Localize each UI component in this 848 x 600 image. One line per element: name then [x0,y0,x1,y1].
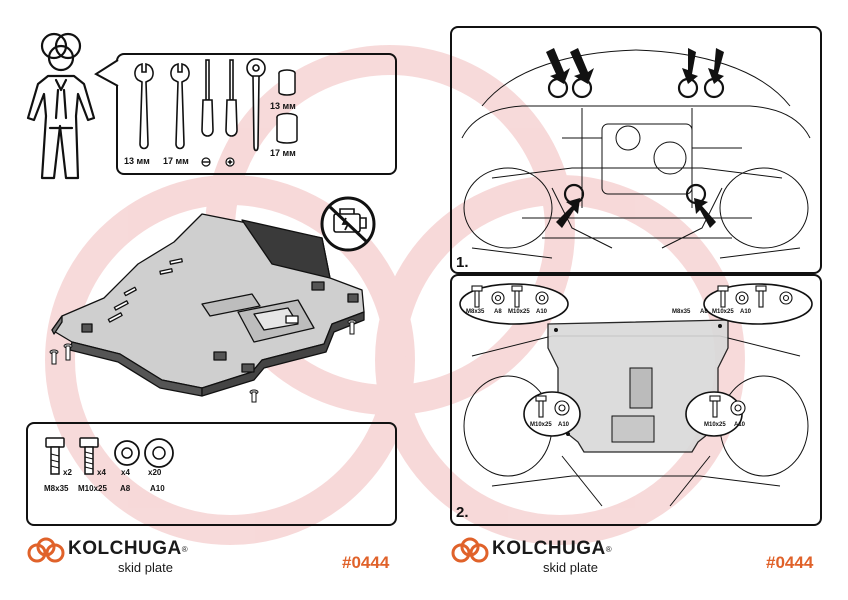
brand-name-right: KOLCHUGA [492,538,606,559]
callout-bottom-left-m10x25: M10x25 [530,422,552,428]
bolt-m8x35-icon [45,437,65,475]
brand-wordmark: KOLCHUGA® [68,538,188,560]
washer-a8-icon [114,440,140,466]
brand-subtitle: skid plate [118,560,173,575]
callout-right-m10x25: M10x25 [712,309,734,315]
qty-m10x25: x4 [97,468,106,477]
product-code-right: #0444 [766,553,814,572]
brand-wordmark-right: KOLCHUGA® [492,538,612,560]
no-engine-running-icon [320,196,376,252]
flat-screwdriver-tip-icon [201,157,211,167]
washer-a10-icon [144,438,174,468]
bolt-m10x25-icon [79,437,99,475]
brand-reg: ® [181,544,188,554]
brand-reg-right: ® [605,544,612,554]
callout-left-a10: A10 [536,309,548,315]
qty-m8x35: x2 [63,468,72,477]
step-1-panel [450,26,822,274]
qty-a8: x4 [121,468,130,477]
callout-bottom-right-m10x25: M10x25 [704,422,726,428]
mechanic-figure-icon [26,32,96,180]
wrench-13-icon [134,62,190,150]
socket-17-icon [276,112,298,144]
label-m10x25: M10x25 [78,484,107,493]
socket-17-label: 17 мм [270,148,296,158]
brand-name: KOLCHUGA [68,538,182,559]
callout-pointer [94,59,119,87]
step-1-number: 1. [456,254,469,271]
callout-bottom-left-a10: A10 [558,422,570,428]
ratchet-icon [246,58,266,152]
callout-left-m8x35: M8x35 [466,309,485,315]
parts-panel [26,422,397,526]
step-2-installed-plate-illustration [459,283,813,507]
screwdriver-icons [201,59,238,137]
tools-panel [116,53,397,175]
callout-left-a8: A8 [494,309,502,315]
brand-subtitle-right: skid plate [543,560,598,575]
step-2-panel [450,274,822,526]
step-1-engine-bay-illustration [461,48,811,259]
callout-left-m10x25: M10x25 [508,309,530,315]
kolchuga-logo-icon-right [451,537,489,563]
callout-right-m8x35: M8x35 [672,309,691,315]
callout-right-a10: A10 [740,309,752,315]
label-m8x35: M8x35 [44,484,69,493]
label-a8: A8 [120,484,131,493]
wrench-13-label: 13 мм [124,156,150,166]
product-code: #0444 [342,553,390,572]
qty-a10: x20 [148,468,162,477]
wrench-17-label: 17 мм [163,156,189,166]
skid-plate-illustration [49,213,365,403]
torx-screwdriver-tip-icon [225,157,235,167]
callout-bottom-right-a10: A10 [734,422,746,428]
callout-right-a8: A8 [700,309,708,315]
socket-13-icon [278,69,296,96]
socket-13-label: 13 мм [270,101,296,111]
step-2-number: 2. [456,504,469,521]
kolchuga-logo-icon [27,537,65,563]
label-a10: A10 [150,484,165,493]
